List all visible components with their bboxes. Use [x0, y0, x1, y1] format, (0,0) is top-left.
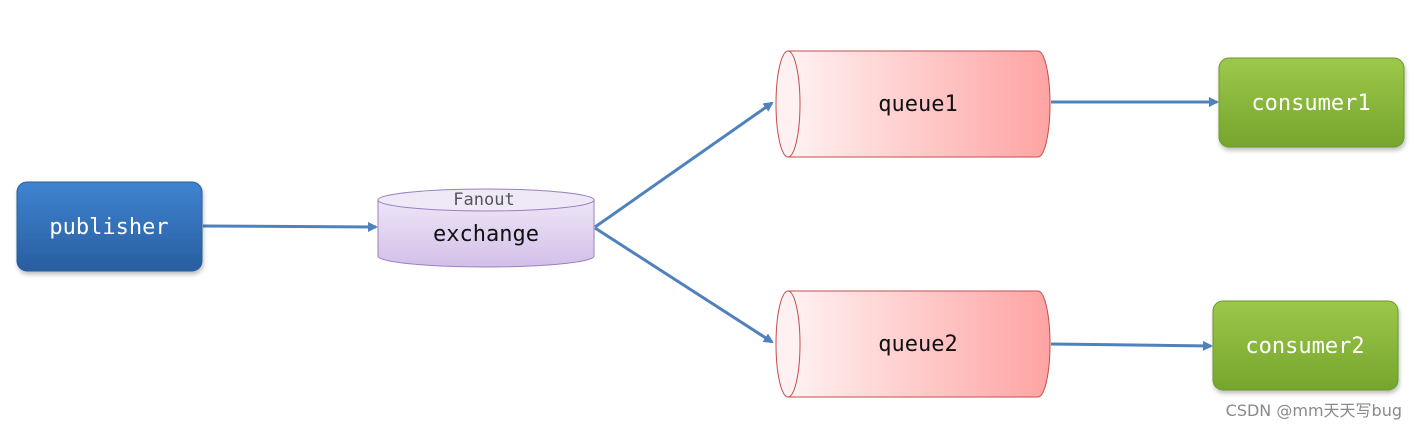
watermark: CSDN @mm天天写bug: [1225, 401, 1402, 420]
arrows: [202, 97, 1219, 351]
queue1-node: queue1: [775, 50, 1051, 158]
consumer2-label: consumer2: [1245, 334, 1364, 359]
consumer1-node: consumer1: [1218, 57, 1405, 148]
publisher-label: publisher: [49, 215, 168, 240]
queue1-label: queue1: [878, 92, 957, 117]
exchange-label: exchange: [433, 222, 539, 247]
arrow-exchange-queue2: [594, 226, 774, 344]
publisher-node: publisher: [16, 181, 203, 272]
queue2-label: queue2: [878, 332, 957, 357]
exchange-type-label: Fanout: [453, 190, 514, 210]
arrow-publisher-exchange: [202, 221, 378, 232]
arrow-exchange-queue1: [594, 101, 774, 229]
consumer1-label: consumer1: [1251, 91, 1370, 116]
consumer2-node: consumer2: [1212, 300, 1399, 391]
exchange-node: Fanout exchange: [377, 188, 595, 268]
queue2-node: queue2: [775, 290, 1051, 398]
arrow-queue2-consumer2: [1050, 340, 1213, 351]
